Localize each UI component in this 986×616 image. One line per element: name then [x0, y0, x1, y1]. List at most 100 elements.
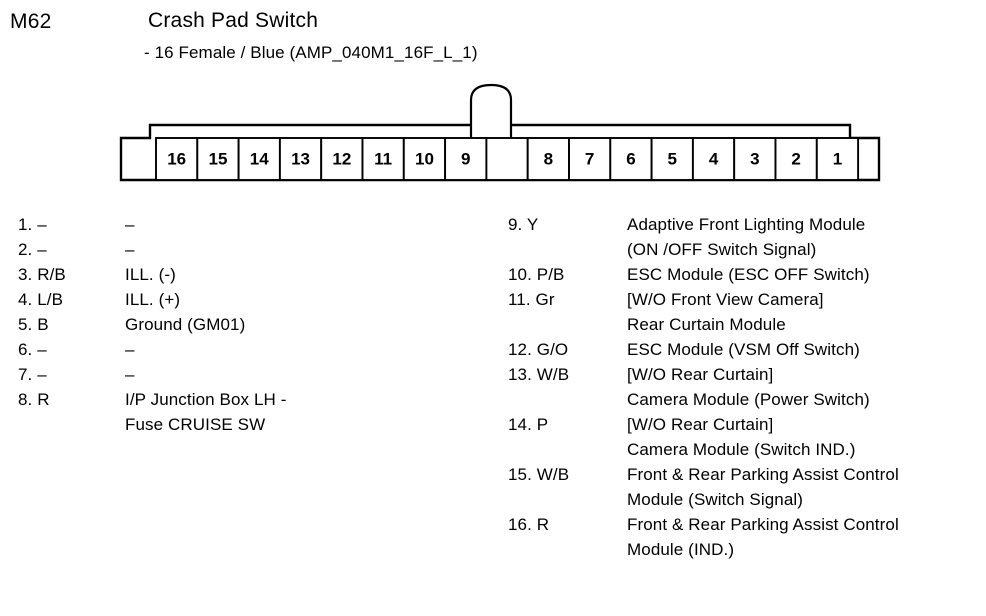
- pin-number-16: 16: [167, 149, 186, 168]
- pin-description-line: Adaptive Front Lighting Module: [627, 215, 866, 234]
- pin-description-line: Front & Rear Parking Assist Control: [627, 515, 899, 534]
- pin-description-line: ILL. (-): [125, 265, 176, 284]
- pin-row: 11. Gr [W/O Front View Camera] Rear Curtai…: [508, 287, 978, 337]
- pin-number-2: 2: [791, 149, 800, 168]
- pin-row: 16. R Front & Rear Parking Assist Control…: [508, 512, 978, 562]
- pin-label: 2. –: [18, 240, 47, 259]
- pin-label: 3. R/B: [18, 265, 66, 284]
- pin-description-line: Ground (GM01): [125, 315, 246, 334]
- pin-number-8: 8: [544, 149, 553, 168]
- pin-label: 12. G/O: [508, 340, 569, 359]
- pin-cell-group: [155, 137, 860, 181]
- pin-row: 8. R I/P Junction Box LH - Fuse CRUISE SW: [18, 387, 488, 437]
- pin-description-line: Camera Module (Power Switch): [627, 390, 870, 409]
- pin-description-line: –: [125, 340, 135, 359]
- pin-description: Ground (GM01): [125, 312, 488, 337]
- pin-description: ESC Module (ESC OFF Switch): [627, 262, 978, 287]
- pin-label: 4. L/B: [18, 290, 64, 309]
- pin-description: –: [125, 337, 488, 362]
- pin-cell-1: [815, 137, 860, 181]
- pin-row: 2. – –: [18, 237, 488, 262]
- pin-row: 9. Y Adaptive Front Lighting Module(ON /O…: [508, 212, 978, 262]
- pin-label: 6. –: [18, 340, 47, 359]
- pin-number-group: 16 15 14 13 12 11 10 9 8 7 6 5 4 3 2 1: [167, 149, 842, 168]
- pin-label: 14. P: [508, 415, 549, 434]
- pin-label: 8. R: [18, 390, 50, 409]
- pin-row: 3. R/B ILL. (-): [18, 262, 488, 287]
- page-title: Crash Pad Switch: [148, 9, 319, 32]
- pin-cell-empty: [485, 137, 529, 181]
- pin-number-3: 3: [750, 149, 759, 168]
- pin-number-11: 11: [374, 149, 392, 168]
- pin-row: 15. W/B Front & Rear Parking Assist Contr…: [508, 462, 978, 512]
- pin-row: 5. B Ground (GM01): [18, 312, 488, 337]
- pin-description-line: Module (IND.): [627, 540, 735, 559]
- pin-list-left: 1. – – 2. – – 3. R/B ILL. (-) 4. L/B ILL. (+) 5.…: [18, 212, 488, 437]
- pin-description-line: [W/O Rear Curtain]: [627, 365, 774, 384]
- pin-cell-11: [361, 137, 405, 181]
- pin-label: 9. Y: [508, 215, 539, 234]
- pin-description-line: [W/O Rear Curtain]: [627, 415, 774, 434]
- pin-cell-13: [278, 137, 323, 181]
- pin-label: 15. W/B: [508, 465, 570, 484]
- connector-id: M62: [10, 10, 52, 33]
- pin-description: –: [125, 237, 488, 262]
- connector-subtitle: - 16 Female / Blue (AMP_040M1_16F_L_1): [144, 43, 478, 62]
- pin-label: 7. –: [18, 365, 47, 384]
- pin-description: Adaptive Front Lighting Module(ON /OFF S…: [627, 212, 978, 262]
- pin-description-line: Module (Switch Signal): [627, 490, 804, 509]
- pin-description-line: –: [125, 215, 135, 234]
- connector-diagram: 16 15 14 13 12 11 10 9 8 7 6 5 4 3 2 1: [110, 80, 890, 190]
- pin-description-line: ILL. (+): [125, 290, 181, 309]
- pin-row: 1. – –: [18, 212, 488, 237]
- pin-label: 13. W/B: [508, 365, 570, 384]
- pin-row: 6. – –: [18, 337, 488, 362]
- pin-cell-6: [609, 137, 653, 181]
- pin-description-line: Front & Rear Parking Assist Control: [627, 465, 899, 484]
- pin-description: ESC Module (VSM Off Switch): [627, 337, 978, 362]
- pin-number-12: 12: [332, 149, 351, 168]
- pin-row: 14. P [W/O Rear Curtain] Camera Module (Sw…: [508, 412, 978, 462]
- pin-row: 13. W/B [W/O Rear Curtain] Camera Module (…: [508, 362, 978, 412]
- pin-label: 11. Gr: [508, 290, 555, 309]
- pin-description: ILL. (+): [125, 287, 488, 312]
- pin-number-7: 7: [585, 149, 594, 168]
- pin-row: 4. L/B ILL. (+): [18, 287, 488, 312]
- pin-number-4: 4: [709, 149, 719, 168]
- pin-label: 1. –: [18, 215, 47, 234]
- pin-number-13: 13: [291, 149, 310, 168]
- pin-label: 16. R: [508, 515, 550, 534]
- pin-number-15: 15: [208, 149, 227, 168]
- latch-tab-icon: [469, 83, 513, 138]
- pin-cell-3: [733, 137, 777, 181]
- pin-number-6: 6: [626, 149, 635, 168]
- pin-description-line: ESC Module (ESC OFF Switch): [627, 265, 870, 284]
- pin-row: 12. G/O ESC Module (VSM Off Switch): [508, 337, 978, 362]
- pin-number-9: 9: [461, 149, 470, 168]
- pin-description-line: Rear Curtain Module: [627, 315, 786, 334]
- pin-description: –: [125, 362, 488, 387]
- pin-description-line: –: [125, 365, 135, 384]
- pin-label: 5. B: [18, 315, 49, 334]
- pin-description-line: Camera Module (Switch IND.): [627, 440, 856, 459]
- pin-list-right: 9. Y Adaptive Front Lighting Module(ON /O…: [508, 212, 978, 562]
- pin-number-10: 10: [415, 149, 434, 168]
- pin-description-line: –: [125, 240, 135, 259]
- pin-description: –: [125, 212, 488, 237]
- pin-description-line: [W/O Front View Camera]: [627, 290, 824, 309]
- pin-number-5: 5: [668, 149, 677, 168]
- pin-number-14: 14: [250, 149, 269, 168]
- pin-description-line: ESC Module (VSM Off Switch): [627, 340, 860, 359]
- pin-description-line: Fuse CRUISE SW: [125, 415, 266, 434]
- pin-description: [W/O Rear Curtain] Camera Module (Switch …: [627, 412, 978, 462]
- pin-row: 7. – –: [18, 362, 488, 387]
- pin-description-line: I/P Junction Box LH -: [125, 390, 287, 409]
- pin-number-1: 1: [833, 149, 842, 168]
- pin-description: I/P Junction Box LH - Fuse CRUISE SW: [125, 387, 488, 437]
- pin-description: ILL. (-): [125, 262, 488, 287]
- pin-cell-12: [320, 137, 364, 181]
- pin-description: [W/O Front View Camera] Rear Curtain Modu…: [627, 287, 978, 337]
